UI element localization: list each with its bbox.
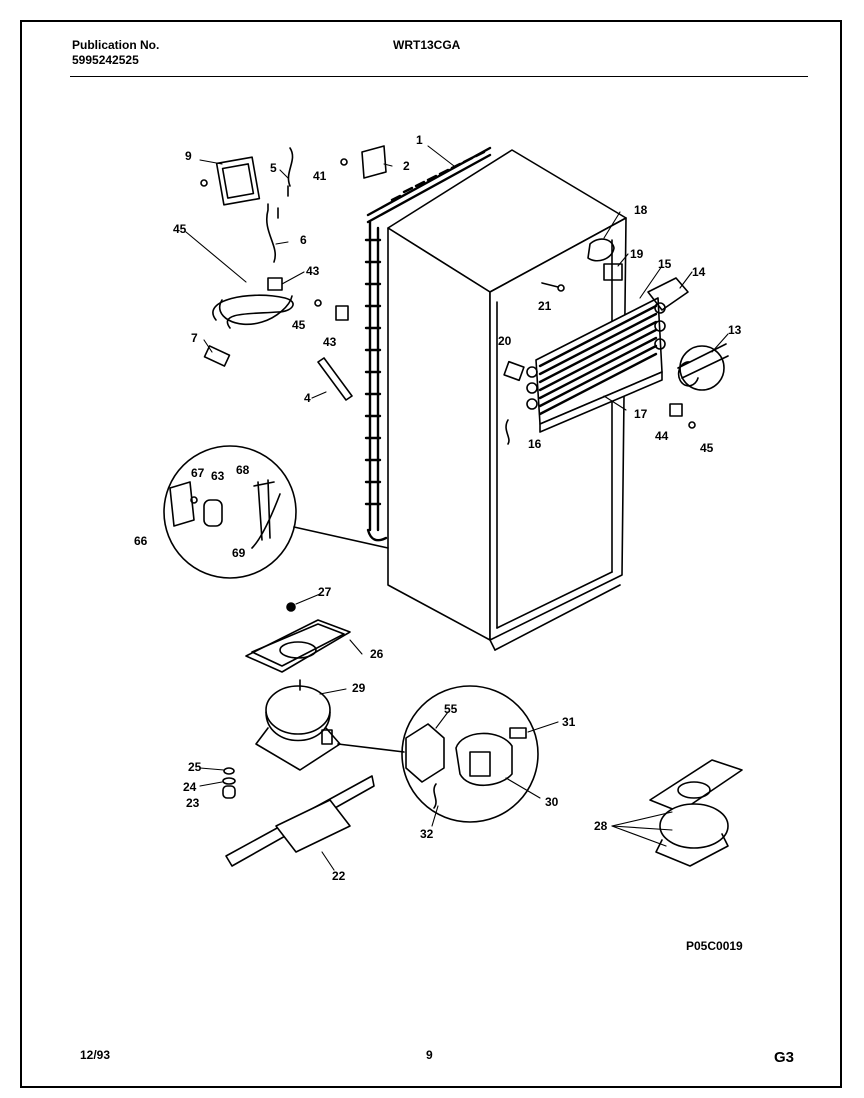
- cover-part-55: [405, 723, 445, 783]
- callout-66: 66: [134, 534, 148, 548]
- callout-19: 19: [630, 247, 644, 261]
- page-border: [20, 20, 842, 1088]
- callout-43-lower: 43: [323, 335, 337, 349]
- callout-4: 4: [304, 391, 311, 405]
- clip-part-43: [267, 277, 283, 291]
- screw-part-45b: [314, 299, 322, 307]
- clip-part-43b: [335, 305, 349, 321]
- wire-harness-6: [265, 203, 279, 263]
- callout-28: 28: [594, 819, 608, 833]
- overload-31: [509, 727, 527, 739]
- detail-circle-start-components: [163, 445, 297, 579]
- callout-14: 14: [692, 265, 706, 279]
- callout-20: 20: [498, 334, 512, 348]
- drain-pan-26: [245, 619, 351, 673]
- callout-44: 44: [655, 429, 669, 443]
- bracket-part-66: [169, 481, 195, 527]
- part-23: [222, 785, 236, 799]
- callout-23: 23: [186, 796, 200, 810]
- footer-date: 12/93: [80, 1048, 111, 1062]
- strip-part-4: [317, 357, 353, 401]
- power-cord-7: [212, 294, 294, 329]
- screw-part-45c: [688, 421, 696, 429]
- plug-part-7: [203, 345, 231, 367]
- callout-26: 26: [370, 647, 384, 661]
- screw-part-67: [190, 496, 198, 504]
- callout-29: 29: [352, 681, 366, 695]
- callout-55: 55: [444, 702, 458, 716]
- callout-5: 5: [270, 161, 277, 175]
- part-20: [503, 360, 525, 382]
- callout-68: 68: [236, 463, 250, 477]
- callout-18: 18: [634, 203, 648, 217]
- thermostat-part-13: [679, 345, 725, 391]
- callout-21: 21: [538, 299, 552, 313]
- compressor-assembly-28: [649, 759, 743, 867]
- publication-number: 5995242525: [72, 53, 139, 67]
- screw-part-45a: [200, 179, 208, 187]
- part-68: [253, 479, 275, 541]
- callout-17: 17: [634, 407, 648, 421]
- callout-69: 69: [232, 546, 246, 560]
- callout-41: 41: [313, 169, 327, 183]
- callout-24: 24: [183, 780, 197, 794]
- callout-67: 67: [191, 466, 205, 480]
- callout-63: 63: [211, 469, 225, 483]
- callout-1: 1: [416, 133, 423, 147]
- diagram-code: P05C0019: [686, 939, 743, 953]
- switch-part-19: [603, 263, 623, 281]
- grommet-27: [286, 602, 296, 612]
- relay-30: [455, 732, 513, 786]
- callout-31: 31: [562, 715, 576, 729]
- callout-32: 32: [420, 827, 434, 841]
- leader-lines: [185, 145, 729, 871]
- callout-16: 16: [528, 437, 542, 451]
- drain-tube-16: [505, 419, 510, 445]
- screw-part-21: [541, 282, 559, 288]
- compressor-29: [255, 679, 341, 771]
- callout-45-right: 45: [700, 441, 714, 455]
- callout-13: 13: [728, 323, 742, 337]
- callout-43-upper: 43: [306, 264, 320, 278]
- footer-section-code: G3: [774, 1049, 795, 1066]
- callout-25: 25: [188, 760, 202, 774]
- bracket-part-14: [647, 277, 689, 311]
- light-socket-18: [587, 238, 615, 262]
- evaporator: [526, 297, 666, 433]
- model-number: WRT13CGA: [393, 38, 461, 52]
- publication-label: Publication No.: [72, 38, 160, 52]
- callout-9: 9: [185, 149, 192, 163]
- callout-15: 15: [658, 257, 672, 271]
- callout-27: 27: [318, 585, 332, 599]
- frame-part-9: [215, 156, 261, 206]
- callout-45-middle: 45: [292, 318, 306, 332]
- part-25: [223, 767, 235, 775]
- thermostat-tube-13: [677, 343, 729, 387]
- callout-30: 30: [545, 795, 559, 809]
- callout-45-left: 45: [173, 222, 187, 236]
- cabinet: [387, 149, 627, 651]
- part-24: [222, 777, 236, 785]
- callout-labels: 1 2 4 5 6 7 9 13 14 15 16 17 18 19 20 21…: [134, 133, 742, 883]
- callout-2: 2: [403, 159, 410, 173]
- callout-7: 7: [191, 331, 198, 345]
- detail-circle-relay: [401, 685, 539, 823]
- footer-page-number: 9: [426, 1048, 433, 1062]
- bracket-part-2: [361, 145, 387, 179]
- wire-part-5: [287, 147, 294, 197]
- wire-part-32: [433, 783, 437, 809]
- callout-22: 22: [332, 869, 346, 883]
- part-44: [669, 403, 683, 417]
- wire-part-69: [251, 493, 281, 549]
- callout-6: 6: [300, 233, 307, 247]
- header-rule: [70, 76, 808, 77]
- condenser-coil: [364, 146, 492, 542]
- capacitor-63: [203, 499, 223, 527]
- screw-part-41: [340, 158, 348, 166]
